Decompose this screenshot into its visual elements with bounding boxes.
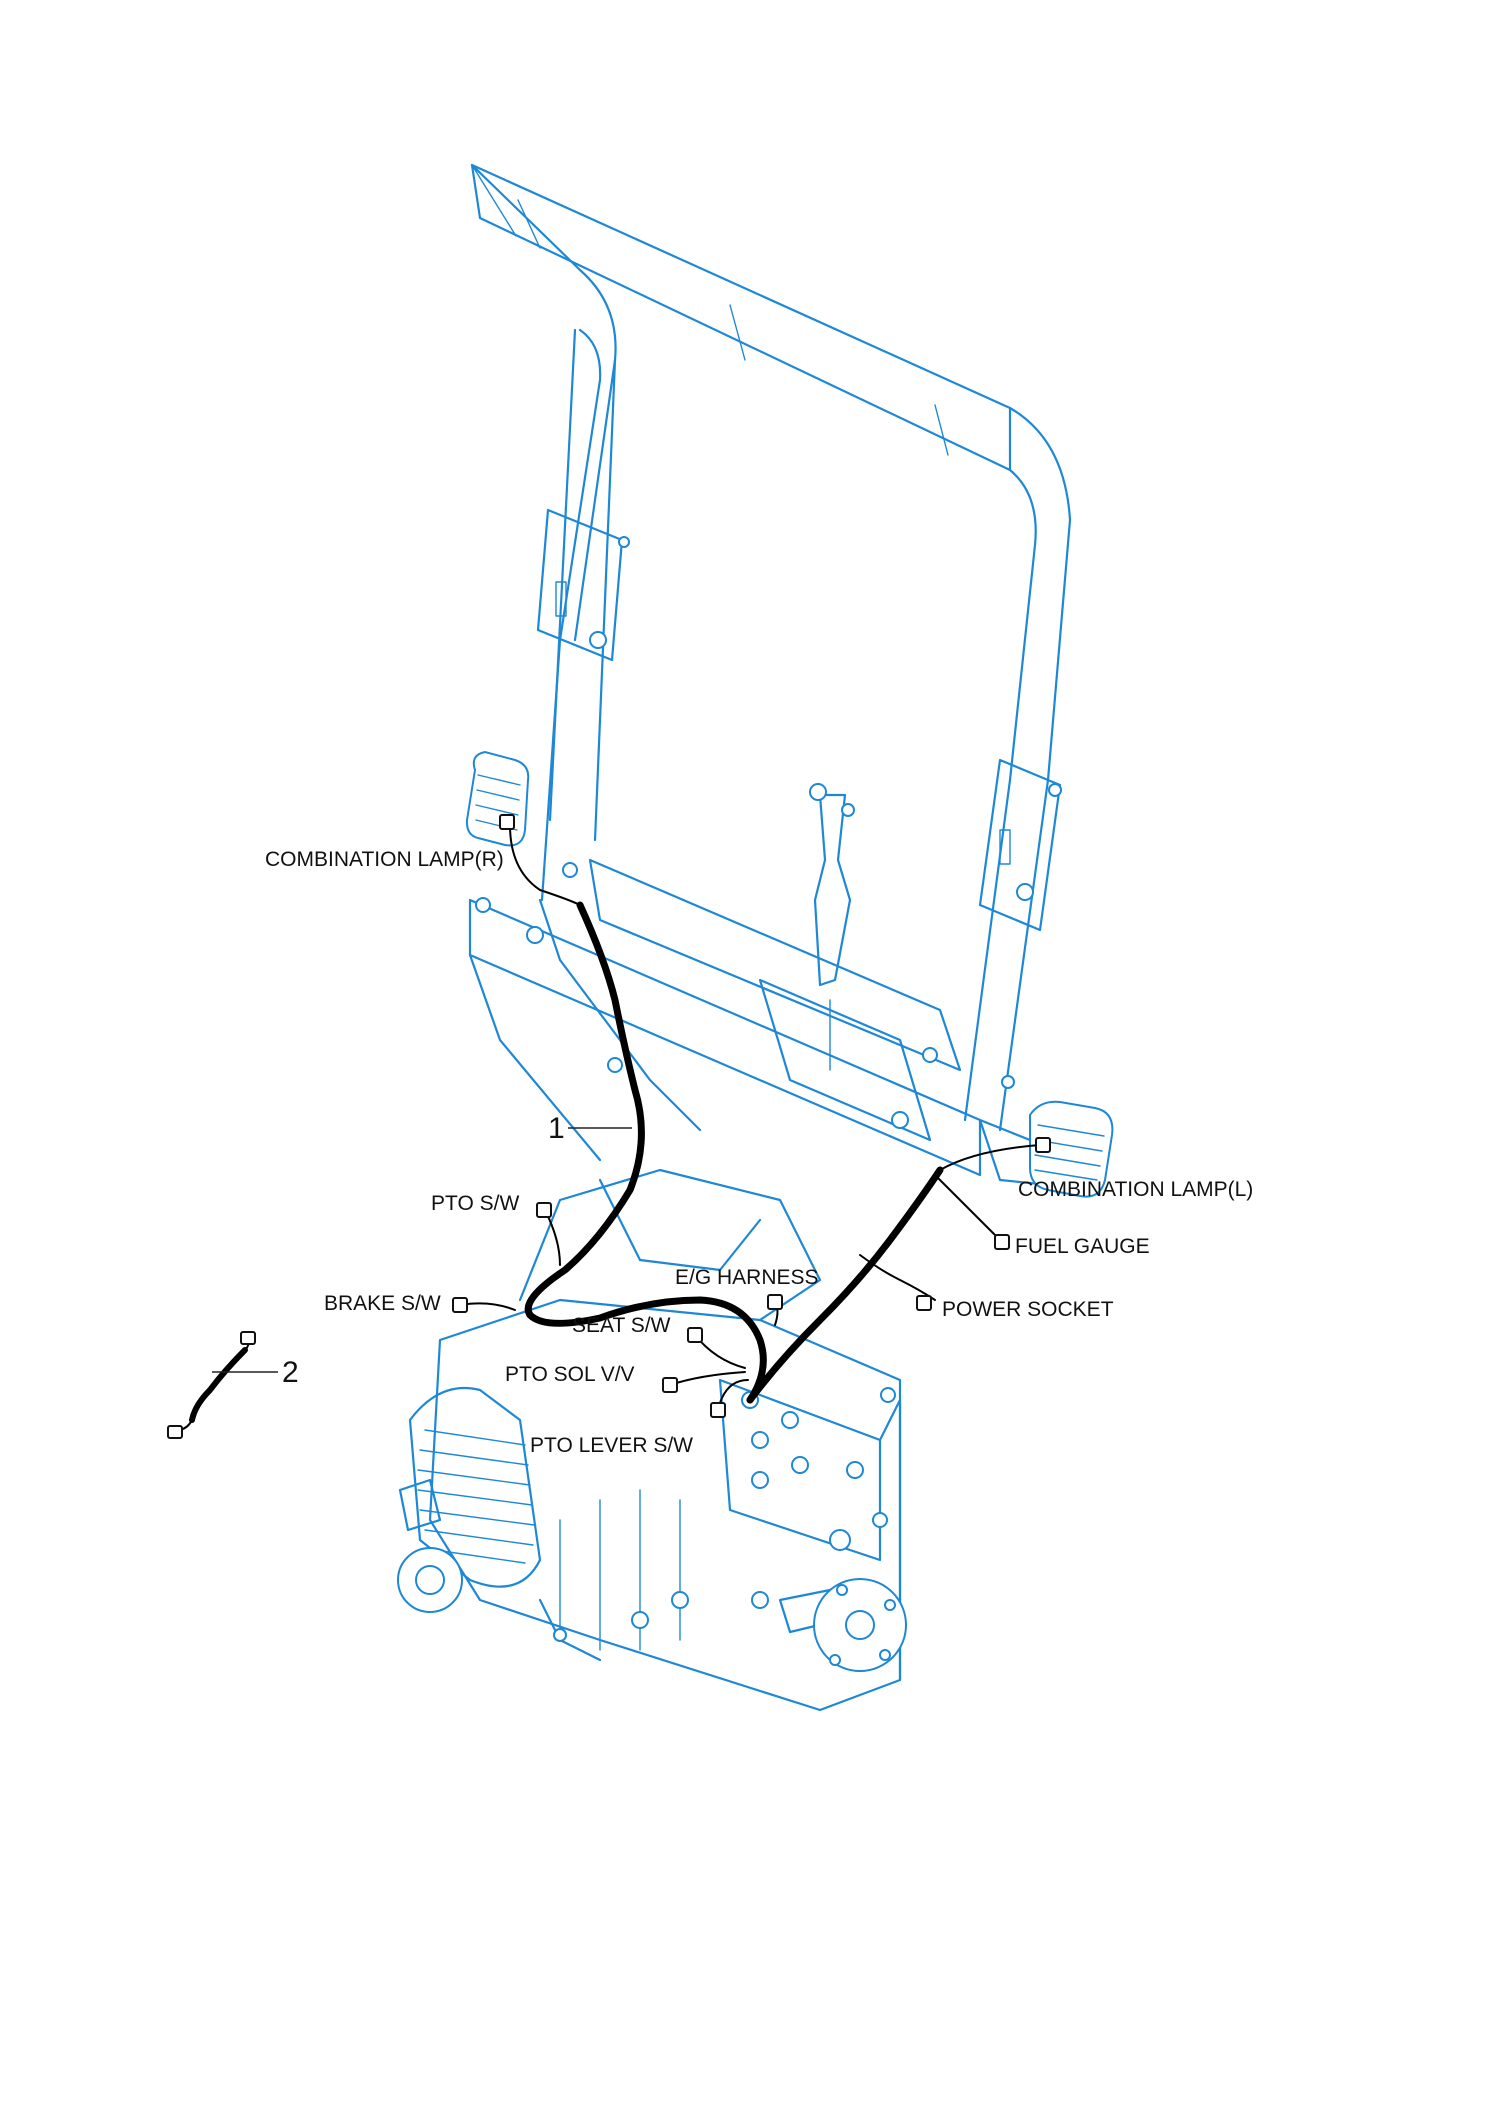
connector-item-2-top [240, 1331, 256, 1345]
main-harness [452, 814, 1051, 1418]
connector-power-socket [916, 1295, 932, 1311]
connector-brake-sw [452, 1297, 468, 1313]
top-link [809, 783, 855, 1071]
label-brake-sw: BRAKE S/W [324, 1292, 441, 1315]
callout-2: 2 [282, 1356, 299, 1389]
transmission [397, 1168, 907, 1712]
rops-frame [470, 163, 1072, 1132]
callout-leaders [212, 1127, 632, 1373]
combination-lamp-left [1029, 1100, 1114, 1198]
combination-lamp-right [465, 750, 530, 847]
connector-fuel-gauge [994, 1234, 1010, 1250]
wire-combination-lamp-l [939, 1144, 1041, 1171]
connector-item-2-bottom [167, 1425, 183, 1439]
wire-fuel-gauge [934, 1174, 1001, 1241]
callout-1: 1 [548, 1112, 565, 1145]
connector-pto-sol-vv [662, 1377, 678, 1393]
label-power-socket: POWER SOCKET [942, 1298, 1114, 1321]
label-eg-harness: E/G HARNESS [675, 1266, 819, 1289]
connector-eg-harness [767, 1294, 783, 1310]
label-combination-lamp-l: COMBINATION LAMP(L) [1018, 1178, 1253, 1201]
connector-seat-sw [687, 1327, 703, 1343]
harness-branch-left-lamp [746, 1166, 944, 1404]
wire-brake-sw [459, 1302, 516, 1311]
wire-combination-lamp-r [509, 824, 581, 906]
label-seat-sw: SEAT S/W [572, 1314, 671, 1337]
label-pto-sw: PTO S/W [431, 1192, 519, 1215]
connector-combination-lamp-r [499, 814, 515, 830]
connector-combination-lamp-l [1035, 1137, 1051, 1153]
label-fuel-gauge: FUEL GAUGE [1015, 1235, 1150, 1258]
wire-power-socket [859, 1254, 936, 1301]
label-pto-lever-sw: PTO LEVER S/W [530, 1434, 693, 1457]
label-pto-sol-vv: PTO SOL V/V [505, 1363, 635, 1386]
connector-pto-sw [536, 1202, 552, 1218]
label-combination-lamp-r: COMBINATION LAMP(R) [265, 848, 504, 871]
lower-frame [468, 858, 1102, 1192]
harness-trunk [524, 901, 767, 1404]
sub-harness-item-2 [167, 1331, 256, 1439]
connector-pto-lever-sw [710, 1402, 726, 1418]
